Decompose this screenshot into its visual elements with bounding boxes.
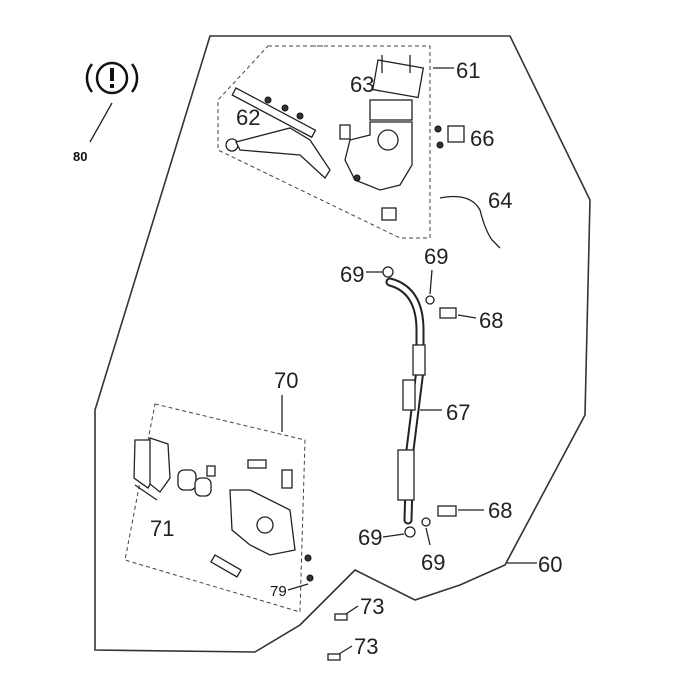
callout-69c: 69	[358, 525, 382, 550]
master-cylinder-group	[217, 45, 431, 239]
callout-68a: 68	[479, 308, 503, 333]
callout-60: 60	[538, 552, 562, 577]
callout-63: 63	[350, 72, 374, 97]
caliper-body	[210, 459, 314, 582]
brake-hose	[385, 277, 426, 525]
brake-warning-icon	[85, 61, 139, 95]
callout-69a: 69	[340, 262, 364, 287]
upper-banjo-bolt	[382, 266, 457, 319]
switch-wire	[439, 195, 501, 249]
brake-switch	[434, 125, 465, 149]
brake-pads	[133, 437, 171, 493]
callout-66: 66	[470, 126, 494, 151]
master-cylinder	[339, 55, 425, 221]
callout-79: 79	[270, 583, 287, 600]
caliper-pistons	[177, 465, 216, 497]
callout-71: 71	[150, 516, 174, 541]
bolt-upper	[334, 613, 348, 621]
callout-61: 61	[456, 58, 480, 83]
callout-70: 70	[274, 368, 298, 393]
brake-lever	[225, 87, 331, 180]
callout-62: 62	[236, 105, 260, 130]
bolt-lower	[327, 653, 341, 661]
callout-69b: 69	[424, 244, 448, 269]
callout-73b: 73	[354, 634, 378, 659]
callout-67: 67	[446, 400, 470, 425]
callout-73a: 73	[360, 594, 384, 619]
assembly-outline	[94, 35, 591, 653]
callout-68b: 68	[488, 498, 512, 523]
lower-banjo-bolt	[404, 505, 457, 538]
leader-80	[89, 102, 113, 143]
caliper-group	[124, 403, 306, 613]
callout-64: 64	[488, 188, 512, 213]
callout-69d: 69	[421, 550, 445, 575]
callout-80: 80	[73, 149, 87, 164]
